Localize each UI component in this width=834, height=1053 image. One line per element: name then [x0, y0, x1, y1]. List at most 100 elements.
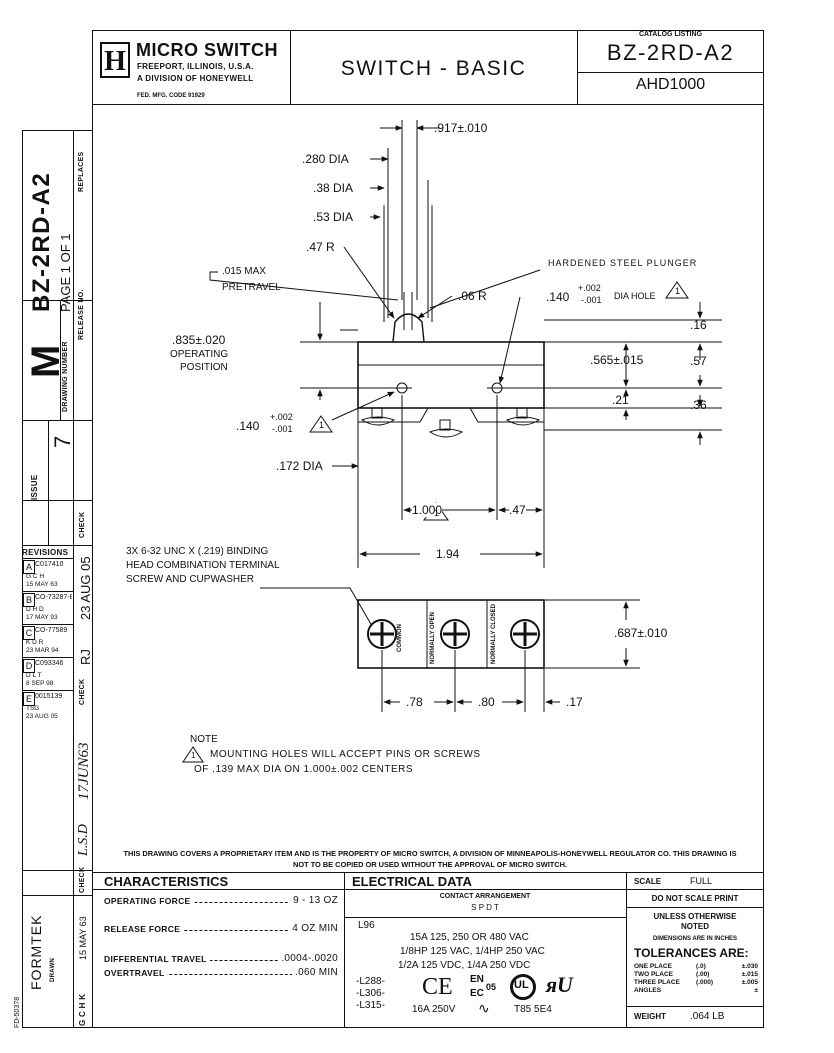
terminal-normally-closed: NORMALLY CLOSED — [491, 603, 497, 664]
tolerance-value: ±.030 — [741, 963, 758, 970]
ul-circle-icon — [510, 974, 536, 1000]
dim-hole: .140 — [546, 290, 570, 304]
leader-dashes — [104, 974, 338, 975]
weight-topline — [626, 1006, 764, 1007]
revision-note: K D R 23 MAR 94 — [26, 639, 59, 654]
electrical-title: ELECTRICAL DATA — [352, 874, 472, 889]
dim-21: .21 — [612, 393, 629, 407]
terminal-common: COMMON — [397, 624, 403, 652]
note-title: NOTE — [190, 734, 218, 745]
note-line-1: MOUNTING HOLES WILL ACCEPT PINS OR SCREW… — [210, 749, 481, 760]
characteristics-title: CHARACTERISTICS — [104, 874, 229, 889]
screw-note-3: SCREW AND CUPWASHER — [126, 574, 254, 585]
characteristic-label: RELEASE FORCE — [104, 924, 184, 934]
l96: L96 — [358, 920, 375, 931]
revision-code: C093346 — [35, 660, 64, 667]
dim-687: .687±.010 — [614, 626, 668, 640]
tolerance-label: ONE PLACE — [634, 963, 672, 970]
strip-revisions: REVISIONS — [22, 548, 69, 557]
dim-140b-top: +.002 — [270, 412, 293, 422]
elec-line3: 1/2A 125 VDC, 1/4A 250 VDC — [398, 960, 531, 971]
scale-underline — [626, 889, 764, 890]
dim-38: .38 DIA — [313, 181, 354, 195]
tolerance-label: THREE PLACE — [634, 979, 680, 986]
tolerance-value: ± — [754, 987, 758, 994]
revision-letter: D — [23, 659, 35, 673]
weight-label: WEIGHT — [634, 1012, 666, 1021]
company-logo: H — [100, 42, 130, 78]
catalog-label: CATALOG LISTING — [638, 31, 703, 38]
tolerance-format: (.00) — [696, 971, 710, 978]
strip-line — [22, 870, 92, 871]
l315: -L315- — [356, 1000, 385, 1011]
catalog-number: BZ-2RD-A2 — [606, 40, 735, 65]
title-block — [92, 30, 764, 105]
contact-underline — [344, 917, 626, 918]
revision-letter: B — [23, 593, 35, 607]
strip-line — [22, 545, 92, 546]
company-line2: A DIVISION OF HONEYWELL — [137, 74, 254, 83]
ru-mark-icon: ᴙU — [546, 972, 573, 997]
dim-36: .36 — [690, 398, 707, 412]
strip-line — [22, 895, 92, 896]
strip-line — [48, 420, 49, 545]
note-line-2: OF .139 MAX DIA ON 1.000±.002 CENTERS — [194, 764, 414, 775]
revision-code: C017410 — [35, 561, 64, 568]
dim-140b-bot: -.001 — [272, 424, 293, 434]
catalog-divider — [577, 72, 764, 73]
dim-280: .280 DIA — [302, 152, 349, 166]
l288: -L288- — [356, 976, 385, 987]
header-underline — [92, 889, 626, 890]
revision-letter: E — [23, 692, 35, 706]
ce-mark: CE — [422, 974, 453, 1000]
triangle-note-4: 1 — [191, 751, 196, 760]
leader-dashes — [104, 930, 338, 931]
revision-code: CO-73287-B — [35, 594, 72, 601]
elec-line1: 15A 125, 250 OR 480 VAC — [410, 932, 529, 943]
characteristic-value: .0004-.0020 — [278, 953, 338, 964]
dont-scale: DO NOT SCALE PRINT — [651, 894, 739, 903]
characteristic-value: .060 MIN — [292, 967, 338, 978]
screw-note-2: HEAD COMBINATION TERMINAL — [126, 560, 280, 571]
dim-hole-tol-bot: -.001 — [581, 295, 602, 305]
triangle-note-2: 1 — [319, 420, 325, 430]
revision-letter: A — [23, 560, 35, 574]
dont-scale-underline — [626, 907, 764, 908]
characteristic-label: OVERTRAVEL — [104, 968, 168, 978]
tolerances-title: TOLERANCES ARE: — [634, 946, 749, 960]
en-mark: EN — [470, 974, 484, 985]
ec-mark: EC — [470, 988, 484, 999]
unless-2: NOTED — [681, 922, 709, 931]
dim-06r: .06 R — [458, 289, 487, 303]
tolerance-label: ANGLES — [634, 987, 662, 994]
dim-194: 1.94 — [436, 547, 460, 561]
fed-code: FED. MFG. CODE 91929 — [137, 93, 205, 99]
tolerance-value: ±.015 — [741, 971, 758, 978]
dim-140b: .140 — [236, 419, 260, 433]
dim-1000: 1.000 — [412, 503, 443, 517]
t85: T85 5E4 — [514, 1004, 552, 1015]
dim-16: .16 — [690, 318, 707, 332]
dim-hole-suffix: DIA HOLE — [614, 291, 656, 301]
leader-dashes — [104, 960, 338, 961]
ul-mark: UL — [514, 979, 529, 991]
logo-letter: H — [104, 46, 126, 77]
title-divider-2 — [577, 30, 578, 105]
title-divider-1 — [290, 30, 291, 105]
revision-letter: C — [23, 626, 35, 640]
company-name: MICRO SWITCH — [136, 40, 278, 60]
company-line1: FREEPORT, ILLINOIS, U.S.A. — [137, 62, 254, 71]
scale-label: SCALE — [634, 877, 662, 886]
revision-code: CO-77589 — [35, 627, 68, 634]
characteristic-value: 9 - 13 OZ — [290, 895, 338, 906]
characteristic-row: OVERTRAVEL .060 MIN — [104, 967, 338, 980]
strip-line — [22, 500, 92, 501]
part-number: AHD1000 — [635, 76, 706, 93]
tolerance-format: (.0) — [696, 963, 706, 970]
revision-note: TSG 23 AUG 05 — [26, 705, 58, 720]
